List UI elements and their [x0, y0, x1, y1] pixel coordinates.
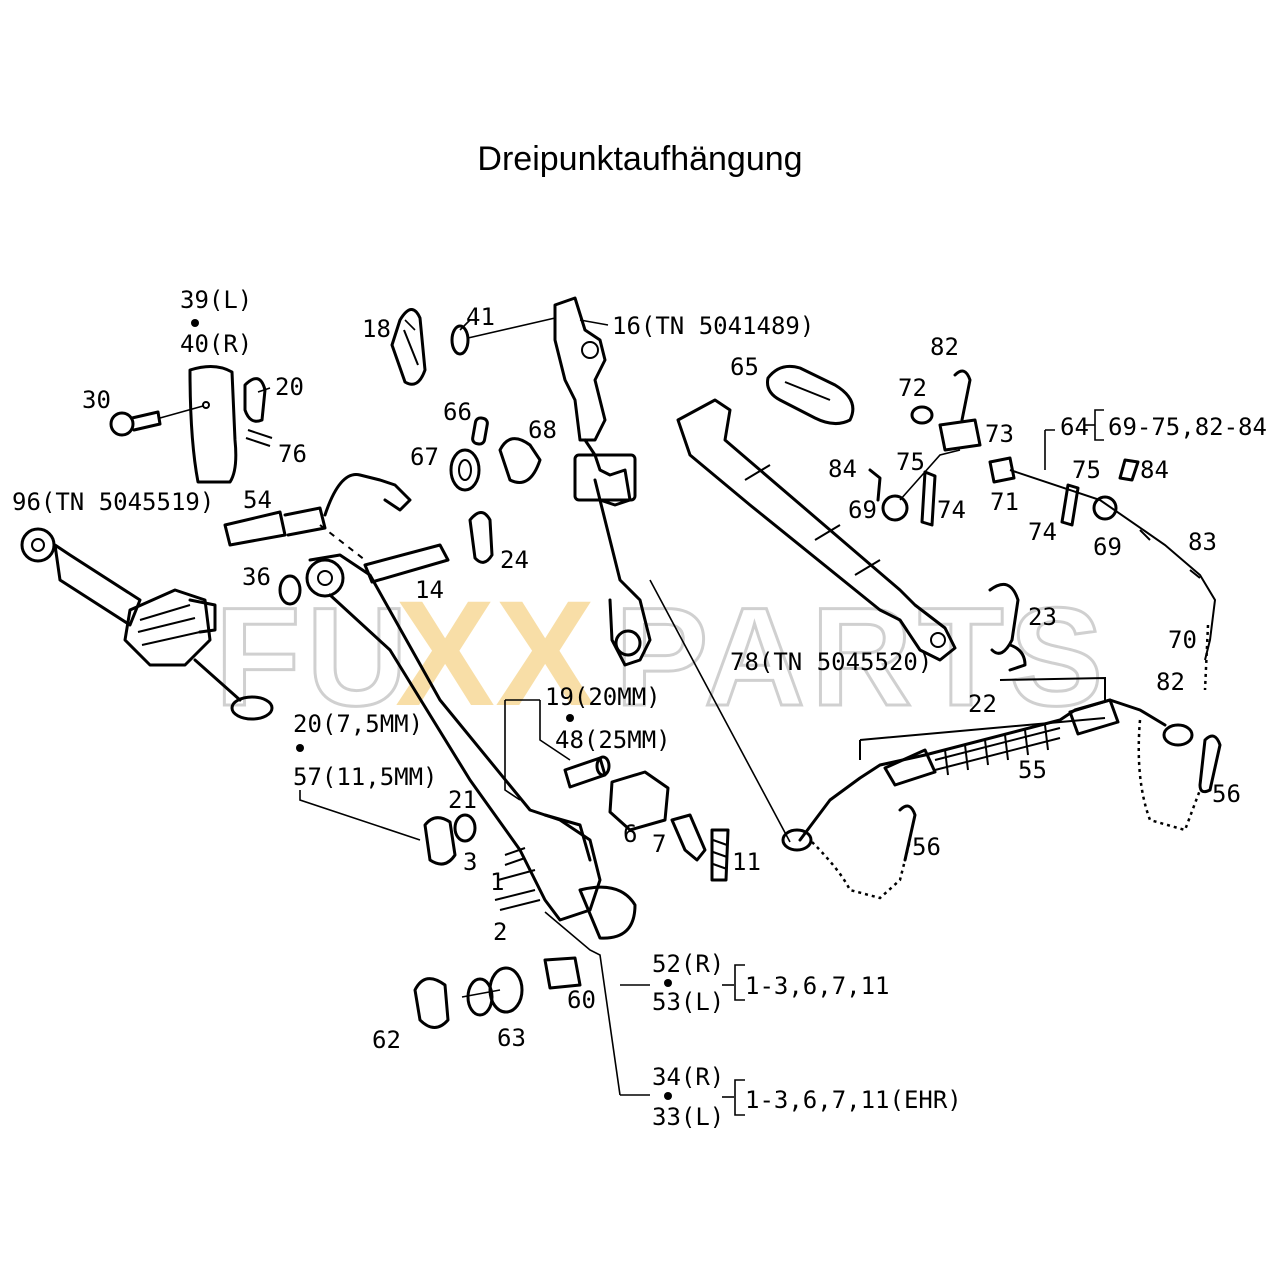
stabilizer-96 — [20, 527, 274, 721]
label-74a: 74 — [937, 496, 966, 524]
label-96: 96(TN 5045519) — [12, 488, 214, 516]
label-34-range: 1-3,6,7,11(EHR) — [745, 1086, 962, 1114]
label-75b: 75 — [1072, 456, 1101, 484]
label-73: 73 — [985, 420, 1014, 448]
label-33: 33(L) — [652, 1103, 724, 1131]
pin-48 — [563, 755, 611, 789]
label-19: 19(20MM) — [545, 683, 661, 711]
label-23: 23 — [1028, 603, 1057, 631]
label-54: 54 — [243, 486, 272, 514]
part-labels: 39(L) 40(R) 30 20 76 18 41 16(TN 5041489… — [12, 286, 1267, 1131]
label-39: 39(L) — [180, 286, 252, 314]
label-2: 2 — [493, 918, 507, 946]
pad-39-40 — [109, 365, 273, 484]
lower-link-arm — [278, 553, 637, 940]
leader-lines — [257, 319, 1104, 1116]
label-67: 67 — [410, 443, 439, 471]
watermark-left: FU — [215, 578, 414, 735]
label-1: 1 — [490, 868, 504, 896]
label-40: 40(R) — [180, 330, 252, 358]
parts-artwork — [20, 296, 1222, 1116]
label-41: 41 — [466, 303, 495, 331]
label-55: 55 — [1018, 756, 1047, 784]
stabilizer-78 — [676, 398, 957, 662]
clip-18 — [390, 308, 556, 386]
label-20b: 20(7,5MM) — [293, 710, 423, 738]
watermark: FU XX PARTS — [214, 569, 1105, 737]
label-78: 78(TN 5045520) — [730, 648, 932, 676]
chain-assembly-64 — [1009, 458, 1217, 691]
label-24: 24 — [500, 546, 529, 574]
label-64-range: 69-75,82-84 — [1108, 413, 1267, 441]
label-20: 20 — [275, 373, 304, 401]
watermark-xx: XX — [395, 569, 595, 737]
label-36: 36 — [242, 563, 271, 591]
label-53: 53(L) — [652, 988, 724, 1016]
label-34: 34(R) — [652, 1063, 724, 1091]
label-7: 7 — [652, 830, 666, 858]
label-84b: 84 — [1140, 456, 1169, 484]
label-6: 6 — [623, 820, 637, 848]
hose-54 — [223, 473, 412, 547]
label-69b: 69 — [1093, 533, 1122, 561]
pins-66-68 — [449, 416, 542, 492]
label-84a: 84 — [828, 455, 857, 483]
bracket-assembly — [868, 369, 1016, 527]
label-82a: 82 — [930, 333, 959, 361]
label-11: 11 — [732, 848, 761, 876]
clip-57 — [423, 813, 477, 866]
top-link-16 — [553, 296, 652, 667]
plate-65 — [766, 364, 855, 425]
label-72: 72 — [898, 374, 927, 402]
label-48: 48(25MM) — [555, 726, 671, 754]
check-chain-55 — [781, 582, 1222, 900]
balls-60-63 — [413, 956, 582, 1029]
label-83: 83 — [1188, 528, 1217, 556]
label-69a: 69 — [848, 496, 877, 524]
label-52: 52(R) — [652, 950, 724, 978]
label-21: 21 — [448, 786, 477, 814]
label-14: 14 — [415, 576, 444, 604]
label-64: 64 — [1060, 413, 1089, 441]
label-56a: 56 — [1212, 780, 1241, 808]
label-65: 65 — [730, 353, 759, 381]
label-56b: 56 — [912, 833, 941, 861]
label-82b: 82 — [1156, 668, 1185, 696]
label-52-range: 1-3,6,7,11 — [745, 972, 890, 1000]
label-3: 3 — [463, 848, 477, 876]
label-30: 30 — [82, 386, 111, 414]
label-18: 18 — [362, 315, 391, 343]
parts-6-7-11 — [608, 770, 730, 882]
bullet-dots — [191, 319, 672, 1100]
label-16: 16(TN 5041489) — [612, 312, 814, 340]
label-71: 71 — [990, 488, 1019, 516]
label-76: 76 — [278, 440, 307, 468]
label-63: 63 — [497, 1024, 526, 1052]
label-66: 66 — [443, 398, 472, 426]
label-75a: 75 — [896, 448, 925, 476]
diagram-title: Dreipunktaufhängung — [477, 140, 803, 178]
label-60: 60 — [567, 986, 596, 1014]
label-74b: 74 — [1028, 518, 1057, 546]
label-68: 68 — [528, 416, 557, 444]
label-57: 57(11,5MM) — [293, 763, 438, 791]
label-70: 70 — [1168, 626, 1197, 654]
label-22: 22 — [968, 690, 997, 718]
label-62: 62 — [372, 1026, 401, 1054]
